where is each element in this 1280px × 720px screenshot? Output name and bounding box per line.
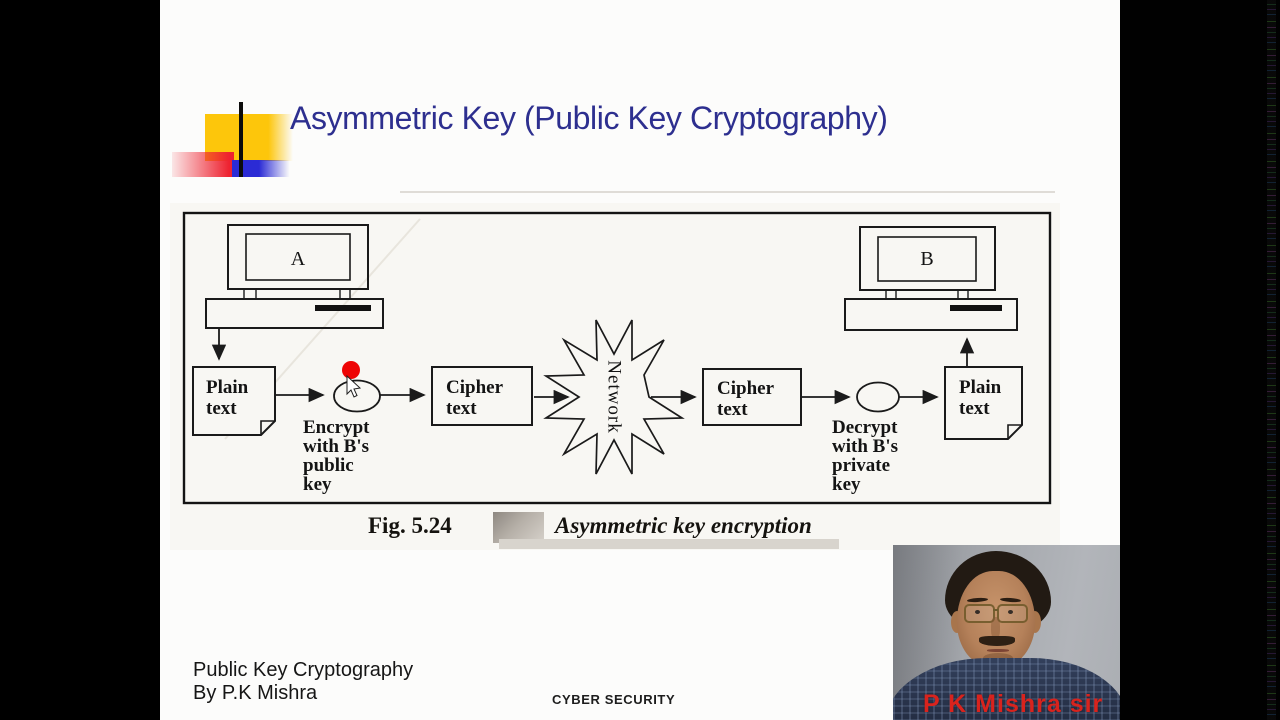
mouse-cursor-icon: [346, 374, 362, 398]
decorative-red-bar: [172, 152, 234, 177]
footer-line2: By P.K Mishra: [193, 682, 318, 704]
encrypt-label-line2: with B's: [303, 436, 369, 457]
decorative-vertical-line: [239, 102, 243, 177]
cipher-left-line2: text: [446, 398, 477, 419]
scanned-figure: A B Plain text: [170, 203, 1060, 550]
computer-b-label: B: [920, 248, 933, 270]
scan-artifact-line: [400, 191, 1055, 193]
figure-border: [182, 211, 1052, 505]
plain-text-doc-right: [944, 366, 1023, 440]
presenter-mustache: [979, 636, 1015, 646]
decrypt-operation-ellipse: [856, 381, 900, 413]
watermark-text: CYBER SECURITY: [552, 692, 676, 707]
computer-a: [205, 224, 384, 329]
encrypt-label-line3: public: [303, 455, 354, 476]
plain-left-line1: Plain: [206, 377, 249, 398]
figure-number: Fig. 5.24: [368, 513, 452, 538]
computer-b: [844, 226, 1018, 331]
glasses-bridge: [993, 609, 998, 611]
presenter-mouth: [987, 649, 1009, 652]
decrypt-label-line1: Decrypt: [832, 417, 898, 438]
figure-caption: Asymmetric key encryption: [555, 513, 812, 538]
network-starburst: [543, 319, 685, 475]
cipher-right-line1: Cipher: [717, 378, 775, 399]
decrypt-label-line2: with B's: [832, 436, 898, 457]
cipher-left-line1: Cipher: [446, 377, 504, 398]
network-label: Network: [604, 360, 625, 433]
presenter-eye: [1008, 610, 1013, 614]
slide-title: Asymmetric Key (Public Key Cryptography): [290, 100, 888, 136]
encrypt-label-line4: key: [303, 474, 332, 495]
letterbox-left: [0, 0, 160, 720]
cipher-right-line2: text: [717, 399, 748, 420]
cipher-box-left: [431, 366, 533, 426]
video-edge-noise: [1267, 0, 1276, 720]
glasses-lens: [964, 604, 995, 623]
encrypt-label-line1: Encrypt: [303, 417, 370, 438]
presenter-name-overlay: P K Mishra sir: [923, 690, 1104, 718]
plain-right-line1: Plain: [959, 377, 1002, 398]
glasses-lens: [997, 604, 1028, 623]
scan-smudge: [493, 512, 544, 543]
presenter-eye: [975, 610, 980, 614]
letterbox-right: [1120, 0, 1280, 720]
plain-right-line2: text: [959, 398, 990, 419]
footer-credits: Public Key Cryptography By P.K Mishra: [193, 659, 413, 705]
presenter-nose: [991, 617, 1000, 639]
decrypt-label-line4: key: [832, 474, 861, 495]
flow-arrows: [211, 328, 975, 405]
presentation-slide: Asymmetric Key (Public Key Cryptography): [160, 0, 1120, 720]
footer-line1: Public Key Cryptography: [193, 659, 414, 681]
plain-text-doc-left: [192, 366, 276, 436]
decrypt-label-line3: private: [832, 455, 890, 476]
presenter-shirt: [893, 658, 1120, 720]
asymmetric-key-diagram: A B Plain text: [182, 211, 1052, 505]
laser-pointer-dot: [342, 361, 360, 379]
webcam-overlay: P K Mishra sir: [893, 545, 1120, 720]
computer-a-label: A: [291, 248, 306, 270]
decorative-blue-bar: [232, 160, 292, 177]
scan-highlight-strip: [499, 539, 839, 549]
plain-left-line2: text: [206, 398, 237, 419]
